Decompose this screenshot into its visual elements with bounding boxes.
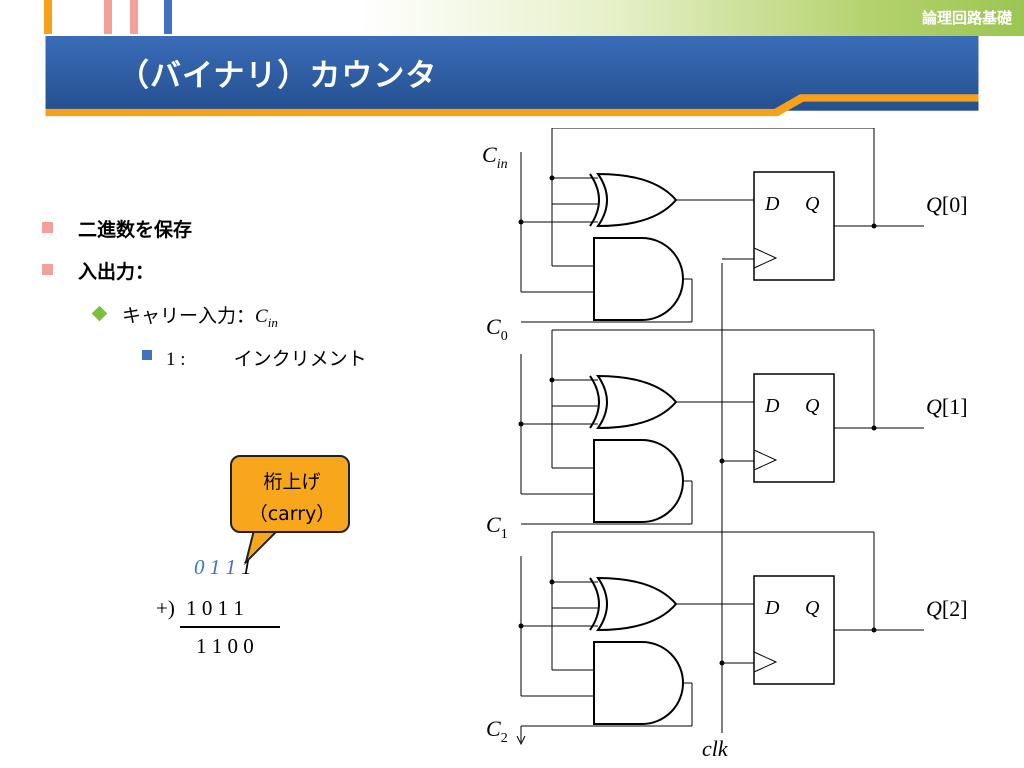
bullet-store-binary: 二進数を保存 xyxy=(78,219,193,241)
callout-line-2: （carry） xyxy=(248,503,336,525)
title-bar xyxy=(45,36,979,117)
carry-row: 0 1 1 1 xyxy=(194,555,252,580)
label-c2: C2 xyxy=(486,716,508,746)
bullet-square-pink-2 xyxy=(42,264,53,275)
operand-row: +) 1 0 1 1 xyxy=(156,596,244,621)
bullet-square-blue xyxy=(142,350,152,360)
output-q2: Q[2] xyxy=(926,596,968,621)
increment-text: インクリメント xyxy=(233,348,367,370)
ff2-d-label: D xyxy=(764,597,780,619)
carry-input-sub: in xyxy=(267,314,278,330)
bullet-carry-input: キャリー入力：Cin xyxy=(122,301,278,331)
decor-stripe-orange xyxy=(44,0,52,34)
decor-stripe-pink-2 xyxy=(130,0,138,34)
plus-operator: +) xyxy=(156,596,175,620)
label-c0: C0 xyxy=(486,314,508,344)
diamond-bullet-icon xyxy=(91,305,108,322)
carry-digits: 0 1 1 xyxy=(194,555,236,579)
ff2-q-label: Q xyxy=(805,597,820,619)
increment-value: 1 : xyxy=(166,349,186,370)
page-title: （バイナリ）カウンタ xyxy=(118,58,438,94)
top-bar: 論理回路基礎 xyxy=(0,0,1024,36)
bullet-increment: 1 : インクリメント xyxy=(166,344,367,371)
label-cin: Cin xyxy=(482,142,508,172)
bullet-square-pink-1 xyxy=(42,222,53,233)
label-c1: C1 xyxy=(486,512,508,542)
decor-stripe-pink-1 xyxy=(104,0,112,34)
carry-callout: 桁上げ （carry） xyxy=(230,455,350,533)
stage-bit-0 xyxy=(517,128,925,323)
output-q0: Q[0] xyxy=(926,192,968,217)
decor-stripe-blue xyxy=(164,0,172,34)
carry-input-var: C xyxy=(255,306,268,327)
counter-circuit: Cin C0 C1 C2 D Q D Q D Q Q[0] Q[1] Q[2] … xyxy=(482,128,968,761)
callout-line-1: 桁上げ xyxy=(263,471,321,493)
carry-input-label: キャリー入力： xyxy=(122,305,256,327)
stage-bit-2 xyxy=(517,531,925,727)
sum-line xyxy=(180,626,280,628)
operand-value: 1 0 1 1 xyxy=(186,596,244,620)
course-name: 論理回路基礎 xyxy=(921,9,1012,27)
stage-bit-1 xyxy=(517,329,925,525)
result-row: 1 1 0 0 xyxy=(196,634,254,658)
carry-last-digit: 1 xyxy=(241,555,252,579)
ff1-q-label: Q xyxy=(805,395,820,417)
ff0-d-label: D xyxy=(764,193,780,215)
ff1-d-label: D xyxy=(764,395,780,417)
ff0-q-label: Q xyxy=(805,193,820,215)
output-q1: Q[1] xyxy=(926,394,968,419)
clk-label: clk xyxy=(702,736,729,761)
bullet-io: 入出力： xyxy=(78,261,155,283)
